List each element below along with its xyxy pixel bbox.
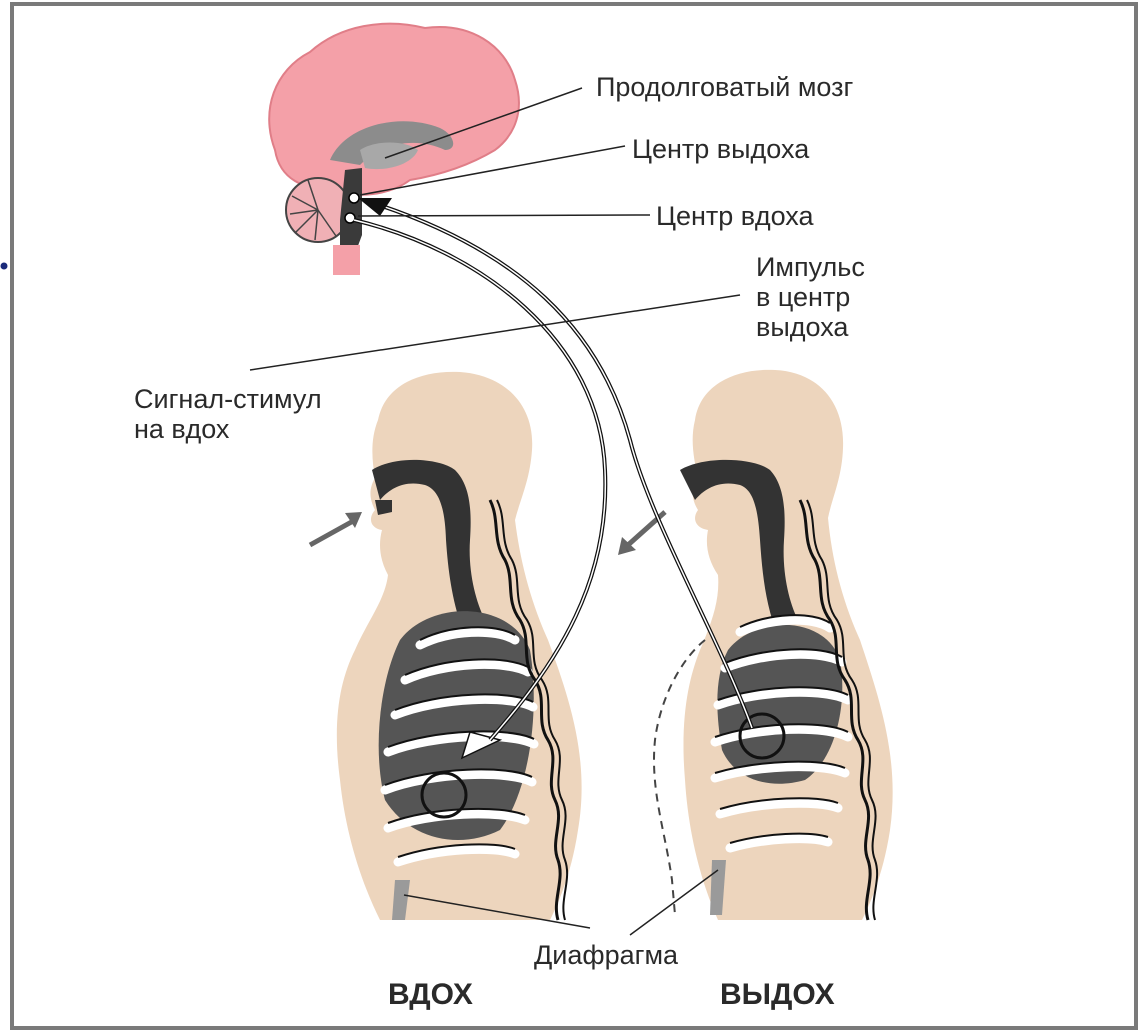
inhale-body <box>310 372 582 920</box>
exhale-center-dot <box>349 193 359 203</box>
label-signal-line1: Сигнал-стимул <box>134 384 322 414</box>
caption-inhale: ВДОХ <box>388 978 473 1011</box>
inhale-air-arrow <box>310 520 355 545</box>
label-impulse-line2: в центр <box>756 282 850 312</box>
label-impulse-line3: выдоха <box>756 312 849 342</box>
label-inhale-center: Центр вдоха <box>656 201 814 231</box>
cerebrum <box>269 24 519 195</box>
label-signal-line2: на вдох <box>134 414 230 444</box>
caption-exhale: ВЫДОХ <box>720 978 835 1011</box>
label-exhale-center: Центр выдоха <box>632 134 810 164</box>
label-impulse-line1: Импульс <box>756 252 865 282</box>
exhale-body <box>618 370 893 920</box>
inhale-lung <box>379 611 534 840</box>
border <box>12 4 1136 1028</box>
label-diaphragm: Диафрагма <box>534 940 679 970</box>
spinal-cord-top <box>333 245 360 275</box>
brain-illustration <box>269 24 519 275</box>
inhale-center-dot <box>345 213 355 223</box>
label-medulla: Продолговатый мозг <box>596 72 854 102</box>
exhale-lung <box>717 625 842 784</box>
marker-dot <box>1 263 8 270</box>
